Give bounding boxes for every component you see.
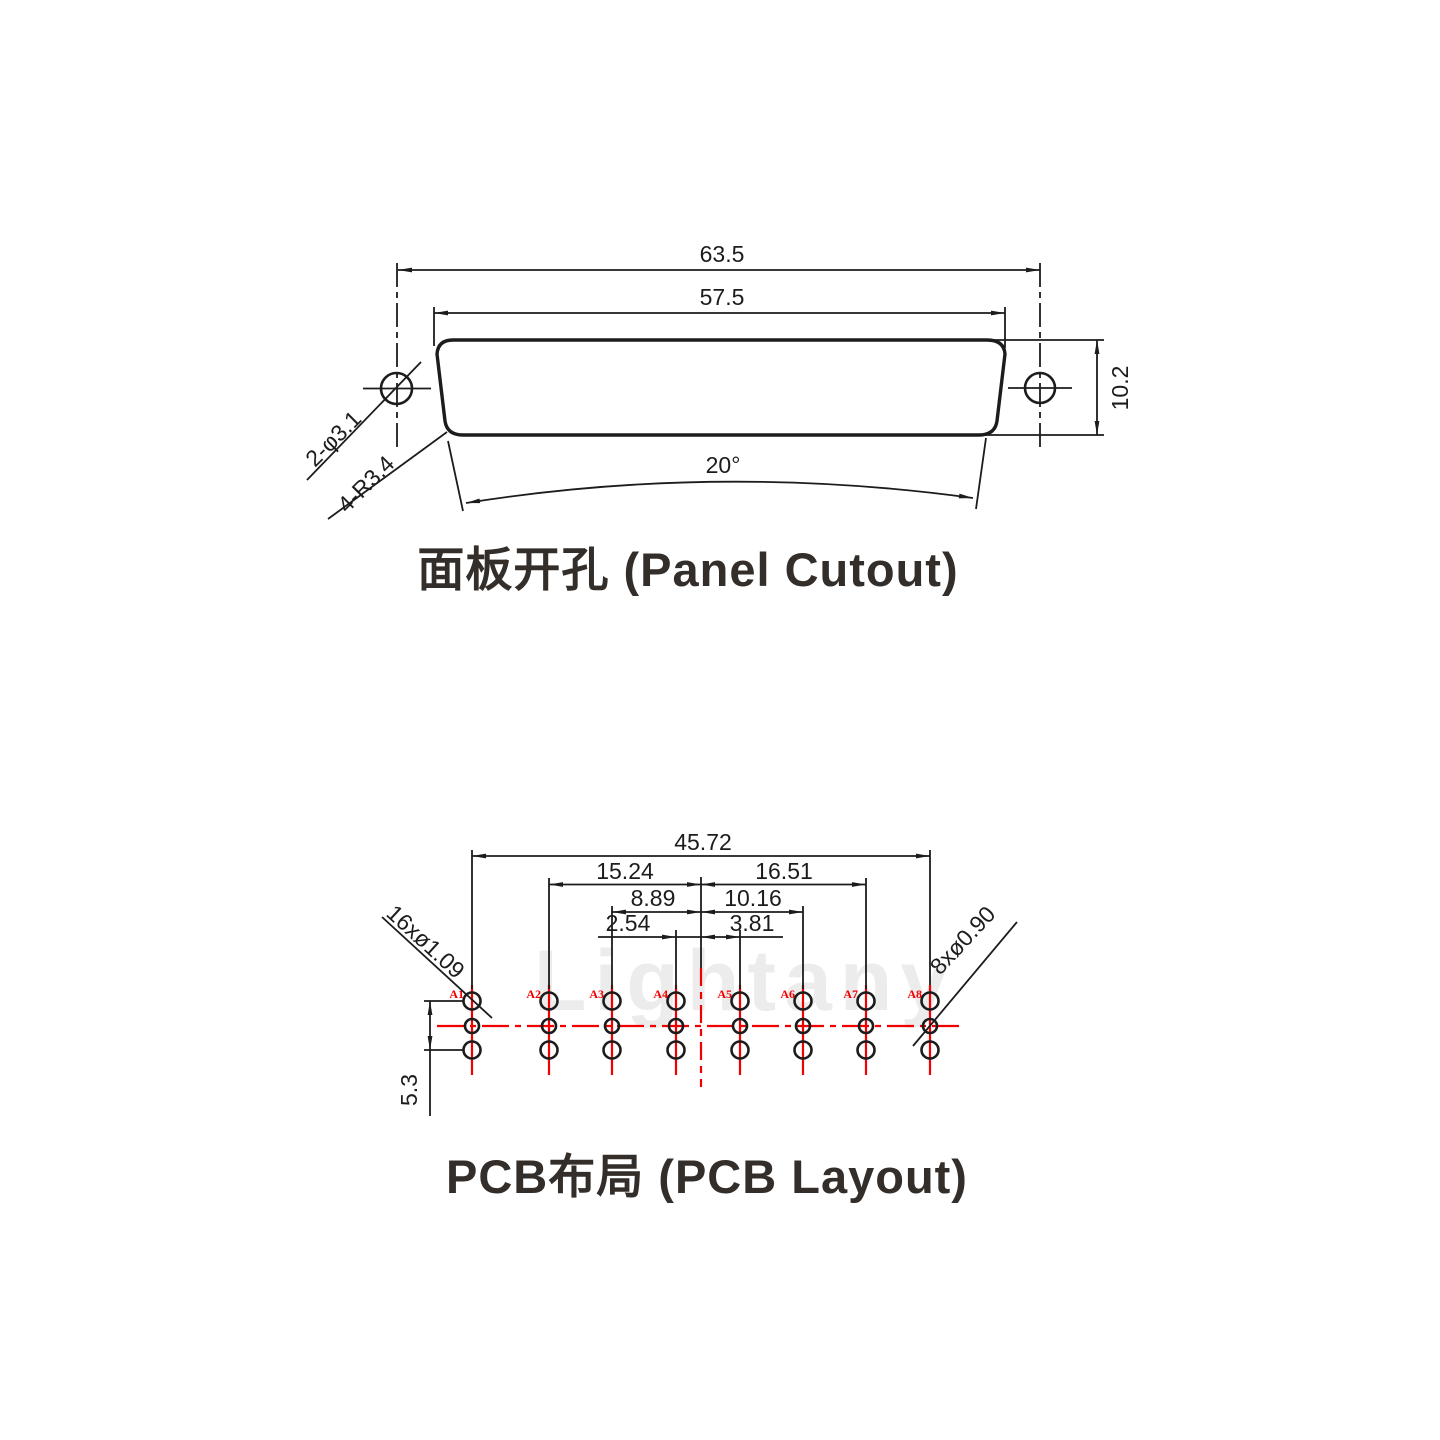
dim-2-54-3-81: 2.54 3.81 xyxy=(598,910,783,940)
dim-45-72-text: 45.72 xyxy=(674,829,732,855)
dim-16-51-text: 16.51 xyxy=(755,858,813,884)
callout-corner-radius-text: 4-R3.4 xyxy=(332,450,399,517)
pin-column-a6 xyxy=(793,991,813,1060)
pin-column-a5 xyxy=(730,991,750,1060)
pin-label-a6: A6 xyxy=(780,987,795,1001)
pin-column-a7 xyxy=(856,991,876,1060)
callout-mount-holes: 2-φ3.1 xyxy=(300,361,422,481)
dim-57-5-text: 57.5 xyxy=(700,284,745,310)
callout-outer-holes-text: 16xø1.09 xyxy=(382,900,470,984)
callout-mount-holes-text: 2-φ3.1 xyxy=(300,406,366,472)
dim-45-72: 45.72 xyxy=(472,829,930,859)
pcb-red-centerlines xyxy=(437,968,962,1087)
dim-2-54-text: 2.54 xyxy=(606,910,651,936)
pcb-pad-holes xyxy=(462,991,940,1060)
dim-63-5-text: 63.5 xyxy=(700,241,745,267)
pin-label-a2: A2 xyxy=(526,987,541,1001)
pcb-layout-title: PCB布局 (PCB Layout) xyxy=(446,1150,968,1203)
dim-15-24-text: 15.24 xyxy=(596,858,654,884)
panel-right-hole xyxy=(1008,263,1072,448)
dim-8-89-10-16: 8.89 10.16 xyxy=(612,885,803,915)
pin-label-a1: A1 xyxy=(449,987,464,1001)
dim-10-16-text: 10.16 xyxy=(724,885,782,911)
pin-column-a8 xyxy=(920,991,940,1060)
pin-label-a5: A5 xyxy=(717,987,732,1001)
dim-15-24-16-51: 15.24 16.51 xyxy=(549,858,866,887)
pin-column-a4 xyxy=(666,991,686,1060)
dim-57-5: 57.5 xyxy=(433,284,1006,348)
pin-label-a4: A4 xyxy=(653,987,668,1001)
panel-cutout-drawing: 63.5 57.5 10.2 20° xyxy=(300,241,1133,596)
dim-63-5: 63.5 xyxy=(398,241,1040,273)
pin-label-a7: A7 xyxy=(843,987,858,1001)
dim-5-3: 5.3 xyxy=(396,1000,463,1116)
dim-10-2-text: 10.2 xyxy=(1107,366,1133,411)
dim-8-89-text: 8.89 xyxy=(631,885,676,911)
pcb-extension-lines xyxy=(471,850,931,989)
dim-10-2: 10.2 xyxy=(980,339,1133,436)
dim-20-deg-text: 20° xyxy=(706,452,741,478)
dim-3-81-text: 3.81 xyxy=(730,910,775,936)
panel-slot-outline xyxy=(435,338,1007,437)
pin-column-a2 xyxy=(539,991,559,1060)
callout-corner-radius: 4-R3.4 xyxy=(327,431,448,520)
pin-label-a8: A8 xyxy=(907,987,922,1001)
panel-cutout-title: 面板开孔 (Panel Cutout) xyxy=(417,543,958,596)
watermark-text: Lightany xyxy=(534,933,956,1029)
pin-column-a1 xyxy=(462,991,482,1060)
dim-20-deg: 20° xyxy=(447,437,987,512)
pin-column-a3 xyxy=(602,991,622,1060)
panel-left-hole xyxy=(363,263,431,452)
pcb-pin-labels: A1 A2 A3 A4 A5 A6 A7 A8 xyxy=(449,987,922,1001)
dim-5-3-text: 5.3 xyxy=(396,1074,422,1106)
pin-label-a3: A3 xyxy=(589,987,604,1001)
